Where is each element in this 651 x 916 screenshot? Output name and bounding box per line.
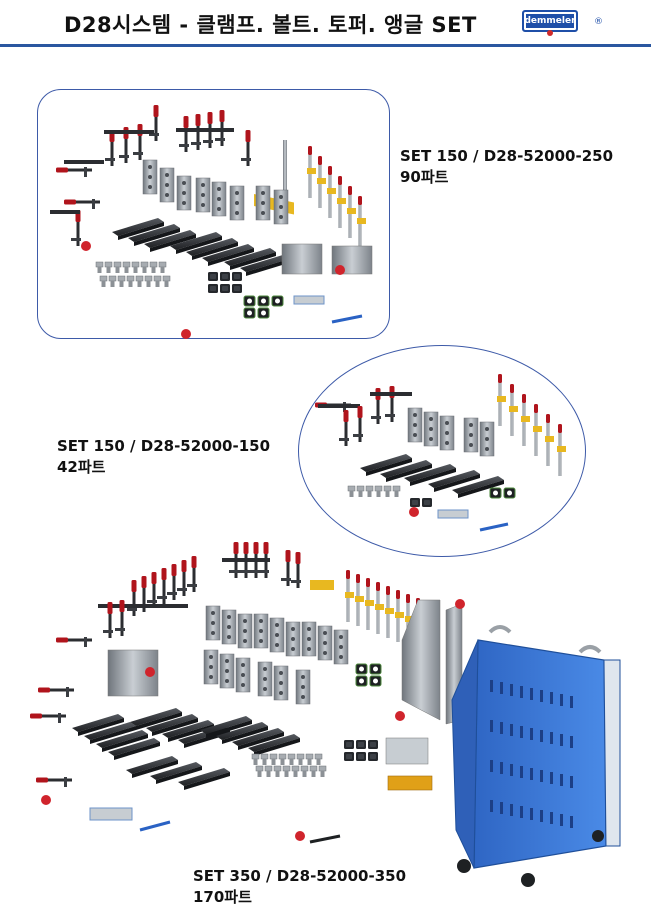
set-250-name: SET 150 / D28-52000-250 bbox=[400, 147, 614, 165]
header-divider bbox=[0, 44, 651, 47]
set-250-products bbox=[50, 105, 373, 339]
set-150-label: SET 150 / D28-52000-150 42파트 bbox=[57, 436, 270, 478]
logo-drop-icon bbox=[547, 30, 553, 36]
set-350-label: SET 350 / D28-52000-350 170파트 bbox=[193, 866, 406, 908]
set-150-frame bbox=[298, 345, 586, 557]
set-150-parts: 42파트 bbox=[57, 458, 106, 476]
set-350-name: SET 350 / D28-52000-350 bbox=[193, 867, 407, 885]
set-250-label: SET 150 / D28-52000-250 90파트 bbox=[400, 146, 613, 188]
set-250-parts: 90파트 bbox=[400, 168, 449, 186]
set-350-products bbox=[30, 542, 465, 844]
page-header: D28시스템 - 클램프. 볼트. 토퍼. 앵글 SET demmeler ® bbox=[0, 0, 651, 47]
set-250-frame bbox=[37, 89, 390, 339]
set-150-name: SET 150 / D28-52000-150 bbox=[57, 437, 271, 455]
demmeler-logo: demmeler bbox=[522, 10, 578, 36]
registered-mark: ® bbox=[594, 17, 603, 27]
set-350-parts: 170파트 bbox=[193, 888, 252, 906]
set-150-products bbox=[315, 374, 566, 532]
page-title: D28시스템 - 클램프. 볼트. 토퍼. 앵글 SET bbox=[64, 13, 477, 37]
blue-trolley bbox=[451, 625, 621, 887]
